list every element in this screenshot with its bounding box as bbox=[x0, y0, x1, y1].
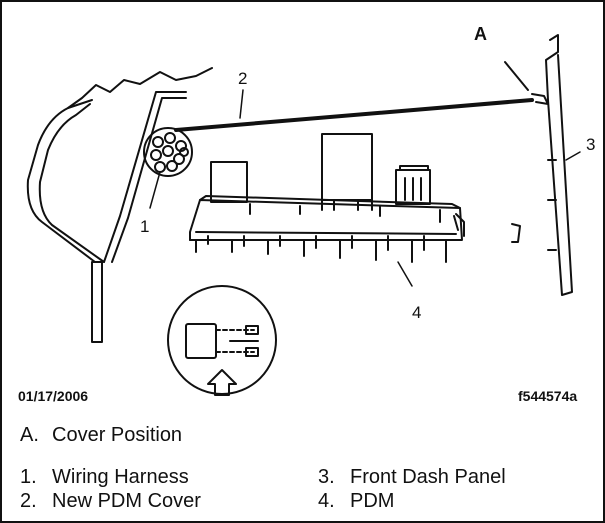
left-bracket-lip bbox=[67, 99, 93, 109]
left-support-inner bbox=[111, 97, 187, 263]
legend-text: New PDM Cover bbox=[52, 490, 201, 512]
legend-key: 1. bbox=[20, 466, 37, 488]
relay-left bbox=[210, 161, 248, 203]
date-stamp: 01/17/2006 bbox=[18, 388, 89, 404]
inset-up-arrow bbox=[207, 369, 237, 396]
callout-a: A bbox=[474, 24, 487, 44]
legend-text: Front Dash Panel bbox=[350, 466, 506, 488]
legend-item-front-dash-panel: 3. Front Dash Panel bbox=[318, 466, 506, 489]
wiring-harness bbox=[143, 127, 193, 177]
legend-item-wiring-harness: 1. Wiring Harness bbox=[20, 466, 189, 489]
left-post bbox=[91, 261, 103, 343]
callout-4: 4 bbox=[412, 303, 421, 322]
figure-id: f544574a bbox=[518, 388, 578, 404]
callout-1: 1 bbox=[140, 217, 149, 236]
legend-key: 4. bbox=[318, 490, 335, 512]
legend-key: A. bbox=[20, 424, 39, 446]
legend-item-pdm: 4. PDM bbox=[318, 490, 394, 513]
legend-text: PDM bbox=[350, 490, 395, 512]
legend-cover-position: A. Cover Position bbox=[20, 424, 182, 447]
left-support-outer bbox=[103, 91, 187, 263]
legend-text: Cover Position bbox=[52, 424, 183, 446]
pdm-body bbox=[189, 199, 463, 241]
front-dash-panel bbox=[545, 34, 573, 296]
callout-3: 3 bbox=[586, 135, 595, 154]
relay-center bbox=[321, 133, 373, 201]
legend-key: 2. bbox=[20, 490, 37, 512]
inset-view bbox=[167, 285, 277, 395]
legend-item-new-pdm-cover: 2. New PDM Cover bbox=[20, 490, 201, 513]
relay-right bbox=[395, 169, 431, 205]
callout-2: 2 bbox=[238, 69, 247, 88]
inset-truck-cab bbox=[185, 323, 217, 359]
legend-text: Wiring Harness bbox=[52, 466, 189, 488]
pdm-cover bbox=[174, 98, 534, 132]
left-bracket bbox=[26, 67, 213, 263]
legend-key: 3. bbox=[318, 466, 335, 488]
left-bracket-inner bbox=[38, 103, 105, 263]
